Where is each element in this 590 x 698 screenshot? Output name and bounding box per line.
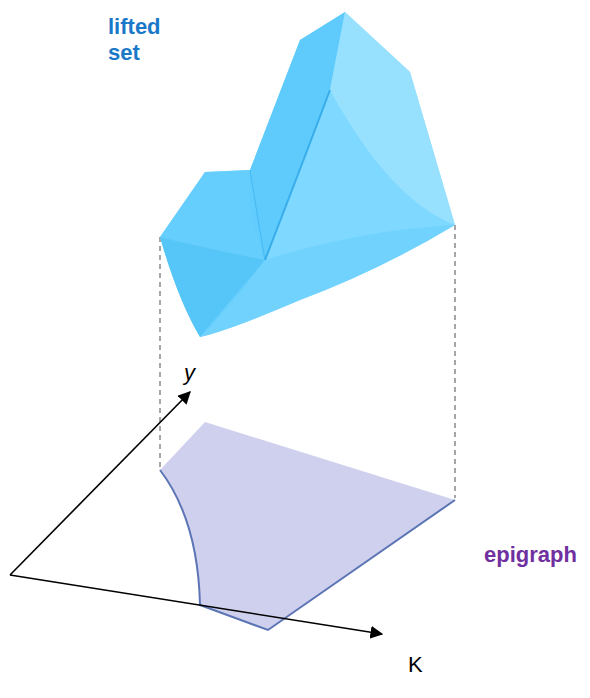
k-axis: [10, 575, 382, 634]
y-axis: [10, 392, 190, 575]
epigraph-region: [160, 422, 455, 630]
projection-line: [159, 237, 160, 468]
region-label: lifted set: [108, 14, 198, 67]
axis-label: y: [184, 360, 214, 386]
axis-label: K: [408, 652, 438, 678]
region-label: epigraph: [484, 542, 584, 568]
projection-line: [454, 225, 455, 498]
lifted-set-surface: [160, 12, 455, 337]
